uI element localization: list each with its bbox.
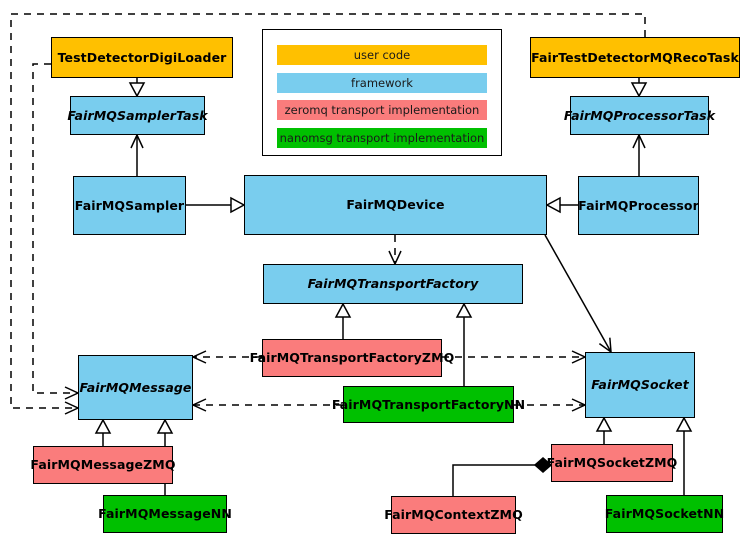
legend-item-2: zeromq transport implementation xyxy=(277,100,487,121)
class-box-FairMQSocketNN[interactable]: FairMQSocketNN xyxy=(604,495,725,533)
class-box-FairTestDetectorMQRecoTask[interactable]: FairTestDetectorMQRecoTask xyxy=(530,37,740,78)
class-box-label: FairMQContextZMQ xyxy=(384,507,523,523)
class-box-FairMQMessageZMQ[interactable]: FairMQMessageZMQ xyxy=(30,446,176,484)
edge-FairMQSocketNN-to-FairMQSocket xyxy=(675,416,693,495)
class-box-label: FairMQSamplerTask xyxy=(67,107,208,123)
class-box-label: FairMQMessage xyxy=(79,379,192,395)
class-box-label: FairMQDevice xyxy=(346,197,445,213)
edge-FairMQTransportFactoryZMQ-to-FairMQSocket xyxy=(442,350,587,364)
class-box-FairMQSocket[interactable]: FairMQSocket xyxy=(585,352,695,418)
class-box-FairMQTransportFactory[interactable]: FairMQTransportFactory xyxy=(263,264,523,304)
edge-FairMQSampler-to-FairMQSamplerTask xyxy=(130,133,144,176)
class-box-label: FairMQSocket xyxy=(591,377,689,393)
legend-panel: user code framework zeromq transport imple… xyxy=(262,29,502,156)
edge-FairMQSampler-to-FairMQDevice xyxy=(186,196,246,214)
edge-FairMQTransportFactoryNN-to-FairMQTransportFactory xyxy=(455,302,473,386)
edge-TestDetectorDigiLoader-to-FairMQSamplerTask xyxy=(128,78,146,98)
class-box-FairMQTransportFactoryZMQ[interactable]: FairMQTransportFactoryZMQ xyxy=(250,339,454,377)
class-box-label: FairMQSampler xyxy=(74,197,185,213)
class-box-label: FairMQProcessorTask xyxy=(563,107,716,123)
class-box-label: FairMQTransportFactoryNN xyxy=(331,396,526,412)
edge-FairMQTransportFactoryZMQ-to-FairMQTransportFactory xyxy=(334,302,352,339)
class-box-label: FairMQSocketNN xyxy=(604,506,725,522)
edge-FairMQTransportFactoryNN-to-FairMQMessage xyxy=(191,398,343,412)
legend-item-label: zeromq transport implementation xyxy=(284,103,480,118)
edge-FairMQMessageZMQ-to-FairMQMessage xyxy=(94,418,112,446)
class-box-label: TestDetectorDigiLoader xyxy=(57,49,227,65)
edge-FairMQDevice-to-FairMQTransportFactory xyxy=(388,235,402,266)
class-box-FairMQSocketZMQ[interactable]: FairMQSocketZMQ xyxy=(547,444,677,482)
class-box-FairMQTransportFactoryNN[interactable]: FairMQTransportFactoryNN xyxy=(332,386,525,423)
class-box-TestDetectorDigiLoader[interactable]: TestDetectorDigiLoader xyxy=(51,37,233,78)
legend-item-1: framework xyxy=(277,72,487,93)
class-box-FairMQDevice[interactable]: FairMQDevice xyxy=(244,175,547,235)
class-box-label: FairMQTransportFactory xyxy=(307,276,479,292)
class-box-FairMQProcessor[interactable]: FairMQProcessor xyxy=(578,176,699,235)
legend-item-label: user code xyxy=(353,47,411,62)
edge-FairTestDetectorMQRecoTask-to-FairMQProcessorTask xyxy=(630,78,648,98)
class-box-label: FairTestDetectorMQRecoTask xyxy=(531,49,739,65)
edge-FairMQDevice-to-FairMQSocket xyxy=(544,234,612,354)
edge-FairMQContextZMQ-to-FairMQSocketZMQ xyxy=(452,457,553,496)
edge-FairMQProcessor-to-FairMQProcessorTask xyxy=(632,133,646,176)
class-box-label: FairMQProcessor xyxy=(578,197,699,213)
class-box-FairMQProcessorTask[interactable]: FairMQProcessorTask xyxy=(564,96,715,135)
legend-item-0: user code xyxy=(277,44,487,65)
legend-item-3: nanomsg transport implementation xyxy=(277,128,487,149)
legend-item-label: nanomsg transport implementation xyxy=(279,131,485,146)
edge-FairMQProcessor-to-FairMQDevice xyxy=(545,196,578,214)
class-box-label: FairMQMessageNN xyxy=(98,506,232,522)
class-box-label: FairMQMessageZMQ xyxy=(30,457,176,473)
edge-FairMQSocketZMQ-to-FairMQSocket xyxy=(595,416,613,444)
class-box-FairMQContextZMQ[interactable]: FairMQContextZMQ xyxy=(384,496,523,534)
class-box-FairMQSampler[interactable]: FairMQSampler xyxy=(73,176,186,235)
class-box-FairMQMessageNN[interactable]: FairMQMessageNN xyxy=(98,495,232,533)
class-box-FairMQSamplerTask[interactable]: FairMQSamplerTask xyxy=(67,96,208,135)
class-box-FairMQMessage[interactable]: FairMQMessage xyxy=(78,355,193,420)
class-box-label: FairMQSocketZMQ xyxy=(546,455,678,471)
legend-item-label: framework xyxy=(351,75,413,90)
class-box-label: FairMQTransportFactoryZMQ xyxy=(249,350,455,366)
